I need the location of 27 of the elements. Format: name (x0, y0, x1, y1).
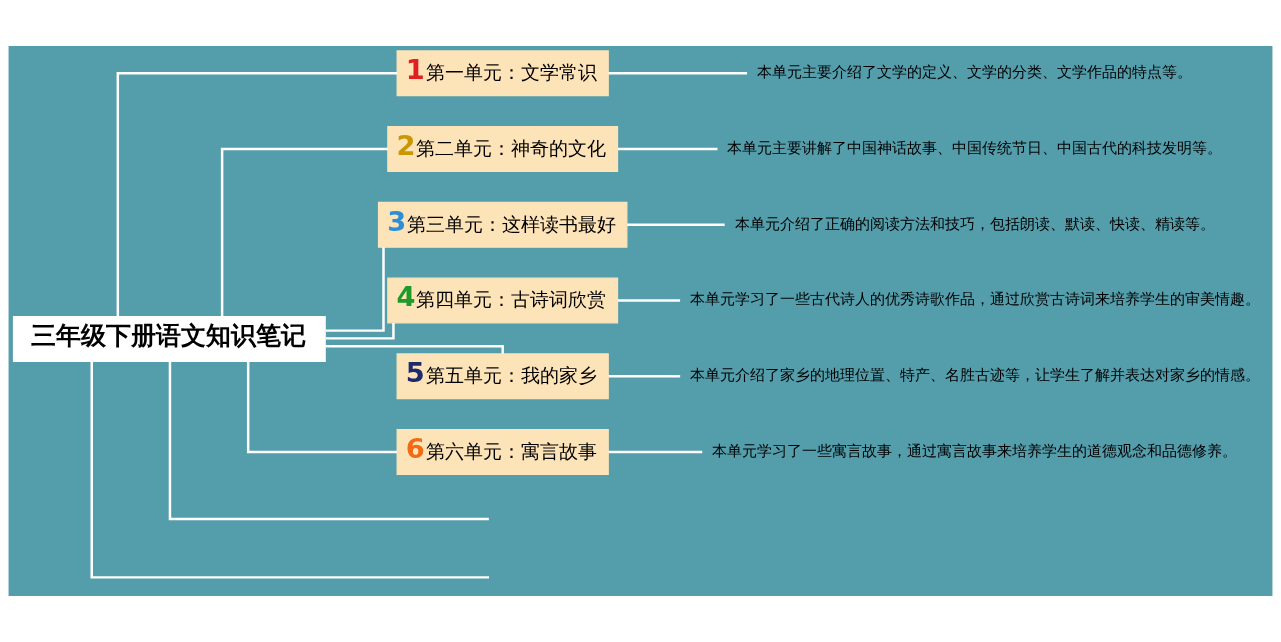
connector (90, 361, 489, 579)
node-box: 1 第一单元：文学常识 (396, 50, 609, 97)
node-text: 本单元学习了一些古代诗人的优秀诗歌作品，通过欣赏古诗词来培养学生的审美情趣。 (690, 290, 1261, 309)
node-text: 本单元介绍了正确的阅读方法和技巧，包括朗读、默读、快读、精读等。 (734, 214, 1215, 233)
node-box: 6第六单元：寓言故事 (396, 429, 609, 475)
node-text: 本单元主要介绍了文学的定义、文学的分类、文学作品的特点等。 (757, 63, 1193, 82)
node-text: 本单元学习了一些寓言故事，通过寓言故事来培养学生的道德观念和品德修养。 (712, 441, 1238, 460)
node-text: 本单元主要讲解了中国神话故事、中国传统节日、中国古代的科技发明等。 (727, 138, 1223, 157)
connector (325, 322, 395, 340)
connector (608, 72, 748, 75)
connector (246, 361, 397, 454)
node-box: 3 第三单元：这样读书最好 (377, 201, 628, 248)
connector (220, 147, 388, 317)
connector (608, 450, 703, 454)
connector (325, 247, 385, 332)
node-box: 4第四单元：古诗词欣赏 (387, 277, 619, 324)
connector (325, 344, 504, 354)
connector (617, 147, 718, 151)
connector (168, 361, 489, 521)
connector (116, 72, 397, 317)
node-text: 本单元介绍了家乡的地理位置、特产、名胜古迹等，让学生了解并表达对家乡的情感。 (690, 366, 1261, 385)
node-box: 三年级下册语文知识笔记 (12, 316, 326, 362)
node-box: 2 第二单元：神奇的文化 (387, 126, 619, 172)
connector (617, 299, 681, 302)
connector (627, 223, 725, 226)
node-box: 5 第五单元：我的家乡 (396, 353, 609, 400)
connector (608, 375, 681, 378)
